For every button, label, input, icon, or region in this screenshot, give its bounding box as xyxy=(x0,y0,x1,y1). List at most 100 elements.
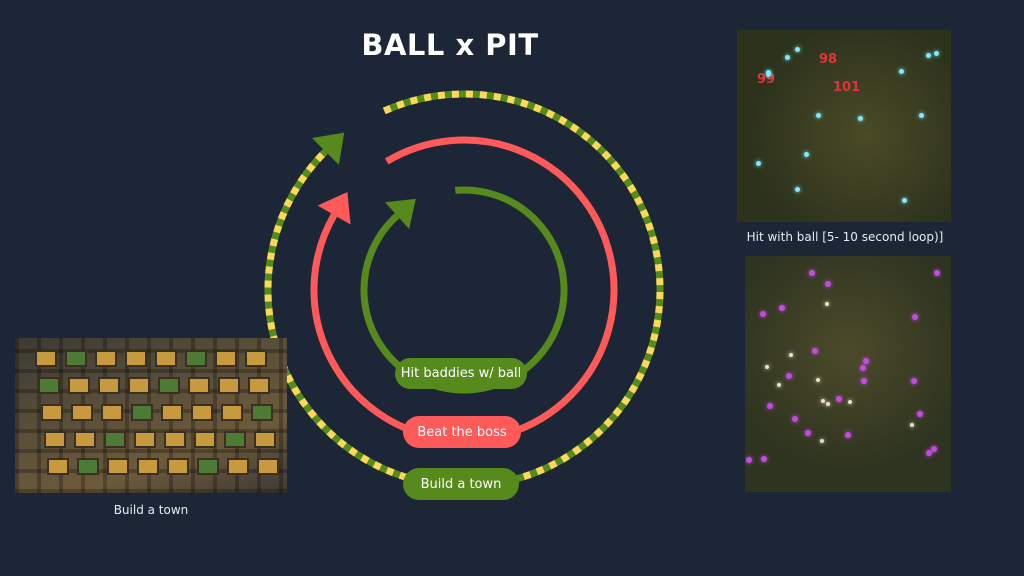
town-tile xyxy=(188,377,210,394)
town-tile xyxy=(224,431,246,448)
town-tile xyxy=(191,404,213,421)
town-tile xyxy=(155,350,177,367)
ball xyxy=(765,69,771,75)
ball xyxy=(911,378,918,385)
boss-loop-arc xyxy=(310,136,618,444)
page-title: BALL x PIT xyxy=(361,28,539,62)
ball xyxy=(918,113,924,119)
ball xyxy=(794,187,800,193)
town-tile xyxy=(251,404,273,421)
ball xyxy=(934,270,941,277)
town-screenshot xyxy=(15,338,287,493)
town-tile xyxy=(137,458,159,475)
town-tile xyxy=(107,458,129,475)
caption-hit-ball: Hit with ball [5- 10 second loop)] xyxy=(746,230,944,244)
ball xyxy=(926,450,933,457)
ball xyxy=(808,269,815,276)
town-tile xyxy=(131,404,153,421)
ball xyxy=(824,281,831,288)
town-tile xyxy=(35,350,57,367)
town-tile xyxy=(248,377,270,394)
town-tile xyxy=(47,458,69,475)
ball xyxy=(812,347,819,354)
town-tile xyxy=(44,431,66,448)
outer-loop-arc-dashes xyxy=(264,90,664,490)
town-tile xyxy=(125,350,147,367)
ball xyxy=(785,372,792,379)
ball xyxy=(824,301,829,306)
town-tile xyxy=(41,404,63,421)
town-tile xyxy=(74,431,96,448)
ball xyxy=(862,357,869,364)
hit-ball-screenshot: 99 98 101 xyxy=(737,30,951,222)
ball xyxy=(858,116,864,122)
town-tile xyxy=(245,350,267,367)
town-tile xyxy=(134,431,156,448)
damage-number: 98 xyxy=(819,52,838,67)
ball xyxy=(756,161,762,167)
boss-loop-arrowhead xyxy=(317,191,351,225)
ball xyxy=(816,112,822,118)
town-tile xyxy=(77,458,99,475)
town-tile xyxy=(161,404,183,421)
ball xyxy=(917,411,924,418)
town-tile xyxy=(98,377,120,394)
ball xyxy=(760,455,767,462)
label-hit-baddies: Hit baddies w/ ball xyxy=(395,358,527,389)
town-tile xyxy=(227,458,249,475)
ball xyxy=(767,402,774,409)
town-tile xyxy=(68,377,90,394)
ball xyxy=(826,401,831,406)
town-tile xyxy=(215,350,237,367)
ball xyxy=(785,54,791,60)
town-tile xyxy=(221,404,243,421)
ball xyxy=(820,438,825,443)
ball xyxy=(930,445,937,452)
ball xyxy=(821,399,826,404)
town-tile xyxy=(95,350,117,367)
label-beat-boss: Beat the boss xyxy=(403,416,521,448)
ball xyxy=(745,456,752,463)
town-tile xyxy=(158,377,180,394)
label-build-town: Build a town xyxy=(403,468,519,500)
town-tile xyxy=(71,404,93,421)
town-tile xyxy=(185,350,207,367)
town-tile xyxy=(104,431,126,448)
ball xyxy=(789,353,794,358)
town-tile xyxy=(65,350,87,367)
ball xyxy=(909,423,914,428)
town-tile xyxy=(194,431,216,448)
town-tile xyxy=(254,431,276,448)
ball xyxy=(803,151,809,157)
town-tile xyxy=(197,458,219,475)
ball xyxy=(844,431,851,438)
town-tile xyxy=(38,377,60,394)
ball xyxy=(776,383,781,388)
ball xyxy=(899,69,905,75)
ball xyxy=(765,365,770,370)
ball xyxy=(860,365,867,372)
ball xyxy=(912,314,919,321)
outer-loop-arrowhead xyxy=(311,132,345,165)
town-tile xyxy=(128,377,150,394)
ball xyxy=(934,51,940,57)
ball xyxy=(901,197,907,203)
town-tile xyxy=(218,377,240,394)
caption-build-town: Build a town xyxy=(113,503,189,517)
ball xyxy=(792,415,799,422)
ball xyxy=(861,377,868,384)
ball xyxy=(794,47,800,53)
boss-fight-screenshot xyxy=(745,256,951,492)
town-tile xyxy=(257,458,279,475)
ball xyxy=(779,305,786,312)
ball xyxy=(925,53,931,59)
ball xyxy=(804,430,811,437)
ball xyxy=(816,377,821,382)
ball xyxy=(835,396,842,403)
ball xyxy=(759,310,766,317)
inner-loop-arrowhead xyxy=(385,198,416,230)
ball xyxy=(847,400,852,405)
damage-number: 101 xyxy=(833,80,861,95)
ball xyxy=(765,72,771,78)
town-tile xyxy=(101,404,123,421)
